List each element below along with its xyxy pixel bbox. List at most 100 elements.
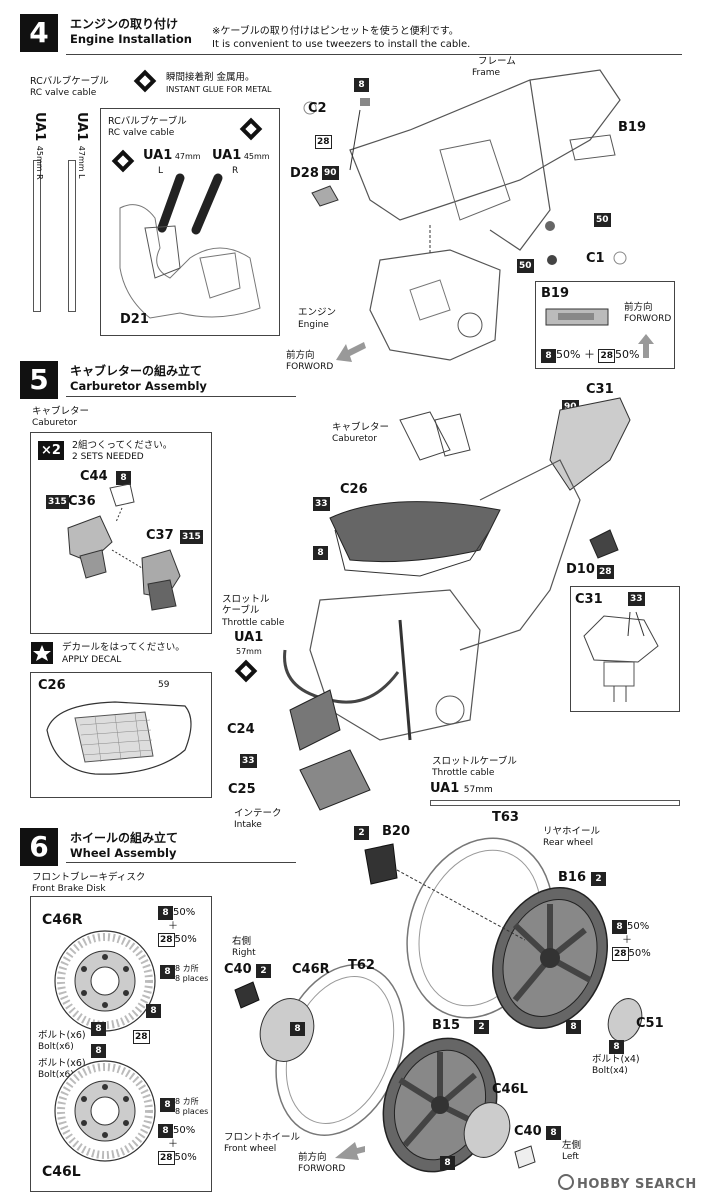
b19-forward-arrow-icon — [638, 334, 654, 358]
decal-number: 59 — [158, 680, 170, 690]
throttle-label-en: Throttle cable — [222, 618, 285, 628]
ua1-45mm-label: UA1 45mm R — [32, 112, 47, 180]
bolt4-label-en: Bolt(x4) — [592, 1066, 628, 1076]
step4-number: 4 — [20, 14, 58, 52]
c2-paint-badge-8: 8 — [354, 78, 369, 92]
frame-engine-drawing — [303, 69, 627, 361]
box-ua1-l-side: L — [158, 166, 164, 176]
c25-label: C25 — [228, 782, 256, 797]
b15-paint-badge-2: 2 — [474, 1020, 489, 1034]
ua1-45mm-cable-bar — [33, 160, 41, 312]
c46r-box-label: C46R — [42, 912, 83, 928]
watermark-logo-icon — [558, 1174, 574, 1190]
box-glue-diamond-icon-left — [111, 149, 135, 173]
d21-label: D21 — [120, 312, 149, 327]
box-ua1-r-side: R — [232, 166, 239, 176]
box-glue-diamond-icon-right — [239, 117, 263, 141]
box-cable-label-en: RC valve cable — [108, 128, 175, 138]
rc-cable-label-jp: RCバルブケーブル — [30, 76, 109, 87]
front-wheel-badge-8: 8 — [440, 1156, 455, 1170]
step5-title: キャブレターの組み立て Carburetor Assembly — [70, 364, 207, 394]
c40-left-paint-badge-8: 8 — [546, 1126, 561, 1140]
b19-mix-badge-8: 8 — [541, 349, 556, 363]
c46r-label: C46R — [292, 962, 330, 977]
b19-box-forward-jp: 前方向 — [624, 302, 653, 313]
b19-label: B19 — [618, 120, 646, 135]
step4-divider — [66, 54, 682, 55]
bolt-label-jp-2: ボルト(x6) — [38, 1058, 86, 1069]
wheels-drawing — [234, 837, 643, 1173]
c37-label: C37 — [146, 528, 174, 543]
forward-arrow-icon — [336, 342, 366, 362]
glue-label-en: INSTANT GLUE FOR METAL — [166, 85, 272, 94]
b19-mix-text-2: 50% — [614, 348, 640, 361]
c46l-places-en: 8 places — [175, 1107, 209, 1116]
box-ua1-r-label: UA1 45mm — [212, 148, 270, 163]
decal-label-jp: デカールをはってください。 — [62, 642, 185, 653]
d28-label: D28 — [290, 166, 319, 181]
box-cable-label-jp: RCバルブケーブル — [108, 116, 187, 127]
c26-box-label: C26 — [38, 678, 66, 693]
carb2-label-en: Caburetor — [332, 434, 377, 444]
carb-label-jp: キャブレター — [32, 406, 90, 417]
step4-title: エンジンの取り付け Engine Installation — [70, 17, 192, 47]
throttle-label-jp: スロットル ケーブル — [222, 594, 270, 616]
d10-paint-badge-28: 28 — [597, 565, 614, 579]
forward-label-en: FORWORD — [286, 362, 334, 372]
bolt-label-en-2: Bolt(x6) — [38, 1070, 74, 1080]
front-forward-label-en: FORWORD — [298, 1164, 346, 1174]
c37-paint-badge-315: 315 — [180, 530, 203, 544]
carb2-label-jp: キャブレター — [332, 422, 390, 433]
d10-label: D10 — [566, 562, 595, 577]
ua1-throttle-label: UA1 — [234, 630, 264, 645]
c1-paint-badge-50-bottom: 50 — [517, 259, 534, 273]
forward-label-jp: 前方向 — [286, 350, 315, 361]
disk-label-en: Front Brake Disk — [32, 884, 106, 894]
c31-detail-box — [570, 586, 680, 712]
c40-left-label: C40 — [514, 1124, 542, 1139]
intake-label-en: Intake — [234, 820, 262, 830]
b19-mix-text: 50% ＋ — [556, 348, 599, 361]
bolt4-label-jp: ボルト(x4) — [592, 1054, 640, 1065]
c31-part-drawing — [583, 611, 659, 702]
c46l-places-jp: 8 カ所 — [175, 1097, 199, 1106]
b19-box-forward-en: FORWORD — [624, 314, 672, 324]
frame-label-en: Frame — [472, 68, 501, 78]
glue-diamond-icon — [133, 69, 157, 93]
hobby-search-watermark: HOBBY SEARCH — [558, 1174, 697, 1192]
step4-title-en: Engine Installation — [70, 32, 192, 46]
right-side-label-en: Right — [232, 948, 256, 958]
intake-label-jp: インテーク — [234, 808, 282, 819]
front-forward-label-jp: 前方向 — [298, 1152, 327, 1163]
step6-divider — [66, 862, 296, 863]
b15-label: B15 — [432, 1018, 460, 1033]
c46l-places-badge: 8 — [160, 1098, 175, 1112]
sets-label-jp: 2組つくってください。 — [72, 440, 173, 451]
c1-paint-badge-50-top: 50 — [594, 213, 611, 227]
c36-paint-badge-315: 315 — [46, 495, 69, 509]
engine-label-jp: エンジン — [298, 307, 337, 318]
ua1-throttle-length: 57mm — [236, 647, 262, 656]
left-side-label-en: Left — [562, 1152, 579, 1162]
step6-title-jp: ホイールの組み立て — [70, 831, 179, 845]
c46r-places-badge: 8 — [160, 965, 175, 979]
t63-label: T63 — [492, 810, 519, 825]
ua1-throttle2-label: UA1 57mm — [430, 781, 493, 796]
c46r-places-jp: 8 カ所 — [175, 964, 199, 973]
step6-number: 6 — [20, 828, 58, 866]
c40-right-paint-badge-2: 2 — [256, 964, 271, 978]
box-ua1-l-label: UA1 47mm — [143, 148, 201, 163]
c24-label: C24 — [227, 722, 255, 737]
carb-frame-drawing — [283, 397, 631, 811]
b16-paint-badge-2: 2 — [591, 872, 606, 886]
glue-label-jp: 瞬間接着剤 金属用。 — [166, 72, 255, 83]
c26-label: C26 — [340, 482, 368, 497]
engine-label-en: Engine — [298, 320, 329, 330]
c26-paint-badge-8: 8 — [313, 546, 328, 560]
b20-label: B20 — [382, 824, 410, 839]
decal-star-icon — [31, 642, 53, 664]
c40-right-label: C40 — [224, 962, 252, 977]
